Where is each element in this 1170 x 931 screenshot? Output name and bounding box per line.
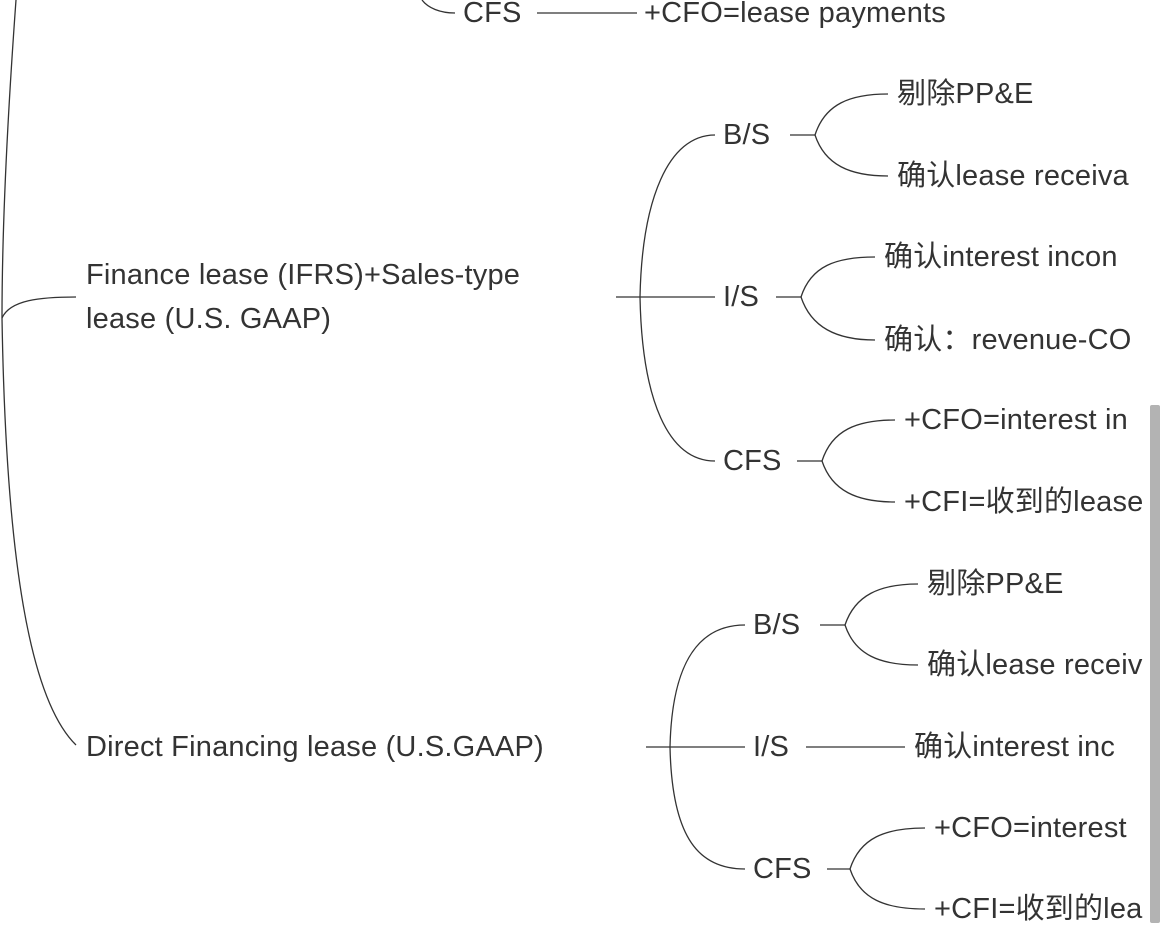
direct-financing-lease-node[interactable]: Direct Financing lease (U.S.GAAP) [86, 731, 544, 763]
direct-cfs-leaf1-connector [849, 827, 926, 870]
finance-cfs-connector [639, 296, 716, 462]
finance-bs-leaf-derecognize-ppe[interactable]: 剔除PP&E [897, 78, 1034, 110]
direct-is-node[interactable]: I/S [753, 731, 790, 763]
finance-bs-leaf-lease-receivable[interactable]: 确认lease receiva [897, 160, 1129, 192]
finance-is-leaf-interest-income[interactable]: 确认interest incon [884, 241, 1118, 273]
finance-bs-node[interactable]: B/S [723, 119, 771, 151]
top-cfo-lease-payments-leaf[interactable]: +CFO=lease payments [644, 0, 946, 29]
finance-bs-leaf1-connector [814, 93, 889, 136]
finance-cfs-leaf2-connector [821, 460, 896, 503]
finance-bs-leaf2-connector [814, 134, 889, 177]
root-to-finance-lease-connector [1, 296, 77, 319]
direct-bs-connector [669, 624, 746, 748]
finance-lease-label-line1: Finance lease (IFRS)+Sales-type [86, 259, 521, 291]
top-cfs-node[interactable]: CFS [463, 0, 522, 29]
direct-bs-leaf1-connector [844, 583, 919, 626]
direct-bs-leaf2-connector [844, 624, 919, 666]
direct-cfs-node[interactable]: CFS [753, 853, 812, 885]
finance-cfs-leaf-cfo[interactable]: +CFO=interest in [904, 404, 1129, 436]
finance-is-node[interactable]: I/S [723, 281, 760, 313]
finance-lease-label-line2: lease (U.S. GAAP) [86, 303, 332, 335]
vertical-scrollbar[interactable] [1150, 405, 1160, 923]
finance-cfs-leaf-cfi[interactable]: +CFI=收到的lease [904, 486, 1144, 518]
finance-is-leaf-revenue-cogs[interactable]: 确认：revenue-CO [884, 324, 1132, 356]
direct-bs-node[interactable]: B/S [753, 609, 801, 641]
finance-lease-node[interactable]: Finance lease (IFRS)+Sales-type lease (U… [86, 253, 520, 341]
direct-bs-leaf-derecognize-ppe[interactable]: 剔除PP&E [927, 568, 1064, 600]
root-spine-upper [1, 0, 17, 319]
top-cfs-connector [421, 0, 456, 14]
finance-cfs-node[interactable]: CFS [723, 445, 782, 477]
direct-cfs-leaf-cfi[interactable]: +CFI=收到的lea [934, 893, 1143, 925]
direct-is-leaf-interest-income[interactable]: 确认interest inc [914, 731, 1116, 763]
direct-cfs-leaf2-connector [849, 868, 926, 910]
direct-cfs-leaf-cfo[interactable]: +CFO=interest [934, 812, 1127, 844]
direct-cfs-connector [669, 746, 746, 870]
finance-is-leaf1-connector [800, 256, 876, 298]
finance-bs-connector [639, 134, 716, 298]
direct-bs-leaf-lease-receivable[interactable]: 确认lease receiv [927, 649, 1143, 681]
root-spine-lower [1, 317, 77, 746]
finance-is-leaf2-connector [800, 296, 876, 341]
finance-cfs-leaf1-connector [821, 419, 896, 462]
